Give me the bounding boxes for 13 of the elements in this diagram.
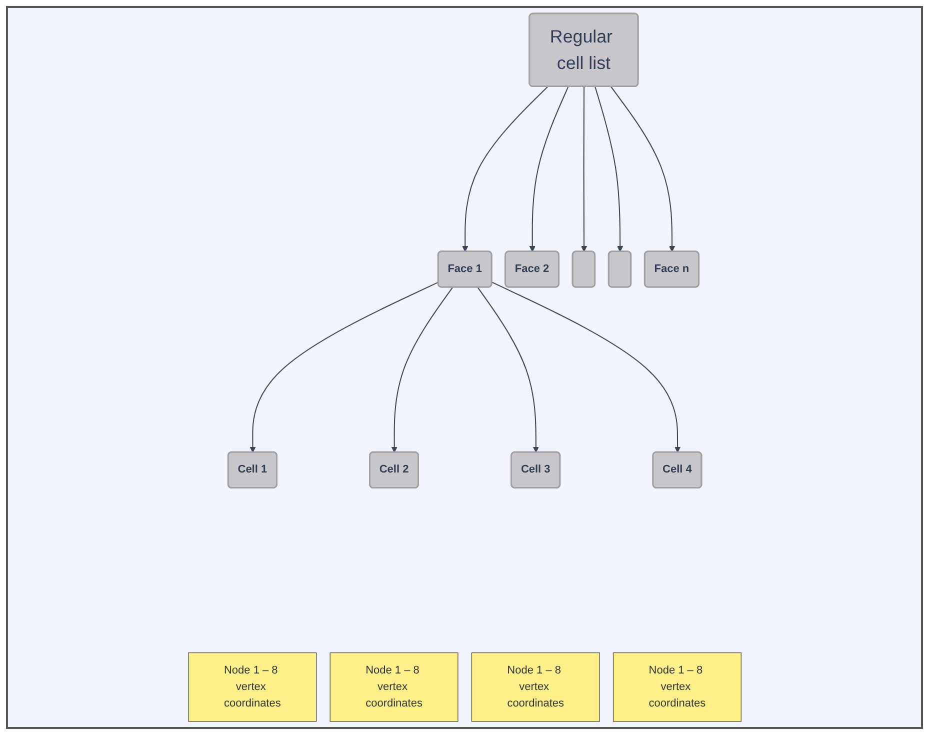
arrow <box>610 86 675 252</box>
arrow <box>249 282 438 453</box>
node-box: Node 1 – 8 vertex coordinates <box>471 652 600 722</box>
node-box: Node 1 – 8 vertex coordinates <box>329 652 458 722</box>
arrow <box>580 86 587 252</box>
arrow <box>529 86 568 252</box>
arrow <box>391 287 453 453</box>
node-box: Node 1 – 8 vertex coordinates <box>612 652 742 722</box>
arrow <box>462 86 548 252</box>
arrow <box>491 282 680 453</box>
arrow <box>477 287 539 453</box>
node-box: Node 1 – 8 vertex coordinates <box>188 652 316 722</box>
arrow <box>594 86 623 252</box>
